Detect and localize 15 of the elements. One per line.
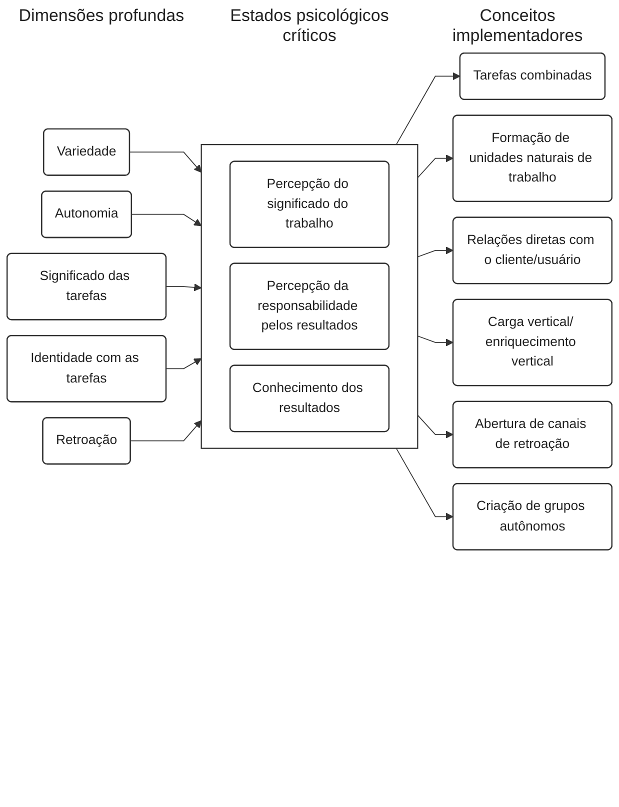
arrow [396, 448, 454, 521]
arrow [166, 358, 202, 370]
arrow [417, 414, 454, 438]
column-heading: Conceitos implementadores [451, 6, 584, 46]
arrow [130, 420, 202, 442]
arrow [396, 72, 460, 145]
arrow [417, 154, 454, 178]
cluster [200, 144, 418, 449]
arrow [131, 214, 202, 226]
arrow [129, 152, 202, 173]
arrow [417, 336, 454, 346]
arrow [417, 246, 454, 258]
column-heading: Dimensões profundas [18, 6, 186, 27]
column-heading: Estados psicológicos críticos [229, 6, 390, 46]
arrow [166, 283, 202, 292]
